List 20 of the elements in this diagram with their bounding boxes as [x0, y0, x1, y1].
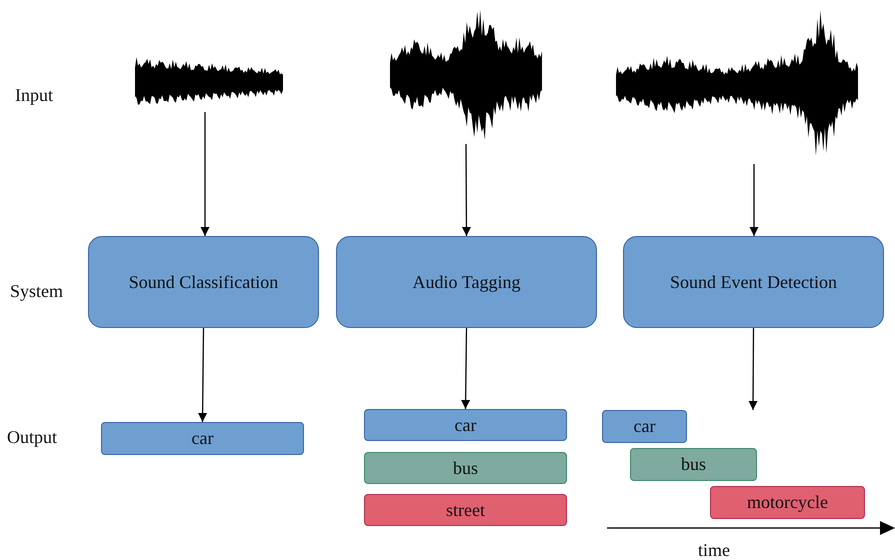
- label-box: car: [364, 409, 567, 441]
- arrow: [198, 328, 208, 422]
- label-box: motorcycle: [710, 486, 865, 519]
- arrow: [750, 164, 758, 236]
- label-box: bus: [630, 448, 757, 481]
- axis-label: time: [698, 540, 730, 560]
- label-box: street: [364, 494, 567, 526]
- arrow: [748, 328, 758, 410]
- row-label: System: [10, 281, 64, 302]
- arrow: [461, 328, 470, 409]
- process-box: Audio Tagging: [336, 236, 597, 328]
- row-label: Output: [7, 427, 58, 448]
- label-box: car: [602, 410, 687, 443]
- label-box: bus: [364, 452, 567, 484]
- label-box: car: [101, 422, 304, 455]
- row-label: Input: [15, 85, 53, 106]
- process-box: Sound Classification: [88, 236, 319, 328]
- arrow: [462, 144, 471, 236]
- process-box: Sound Event Detection: [623, 236, 884, 328]
- arrow: [200, 112, 210, 236]
